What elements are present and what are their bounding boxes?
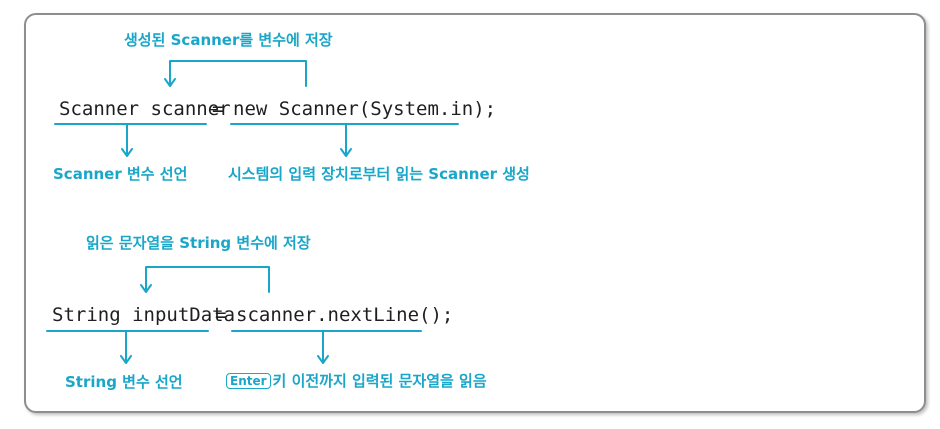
code-scanner-declaration: Scanner scanner	[59, 98, 231, 120]
code-nextline-call: scanner.nextLine();	[236, 304, 454, 326]
code-assign-operator: =	[212, 98, 224, 120]
annotation-string-declare: String 변수 선언	[65, 373, 183, 391]
annotation-nextline-text: 키 이전까지 입력된 문자열을 읽음	[272, 372, 487, 390]
annotation-scanner-create: 시스템의 입력 장치로부터 읽는 Scanner 생성	[228, 165, 530, 183]
annotation-scanner-declare: Scanner 변수 선언	[53, 165, 188, 183]
code-assign-operator-2: =	[215, 304, 227, 326]
enter-key-icon: Enter	[226, 373, 271, 389]
annotation-store-string: 읽은 문자열을 String 변수에 저장	[86, 234, 311, 252]
code-scanner-creation: new Scanner(System.in);	[233, 98, 497, 120]
annotation-store-scanner: 생성된 Scanner를 변수에 저장	[124, 31, 333, 49]
diagram-frame	[24, 13, 926, 413]
code-string-declaration: String inputData	[52, 304, 236, 326]
